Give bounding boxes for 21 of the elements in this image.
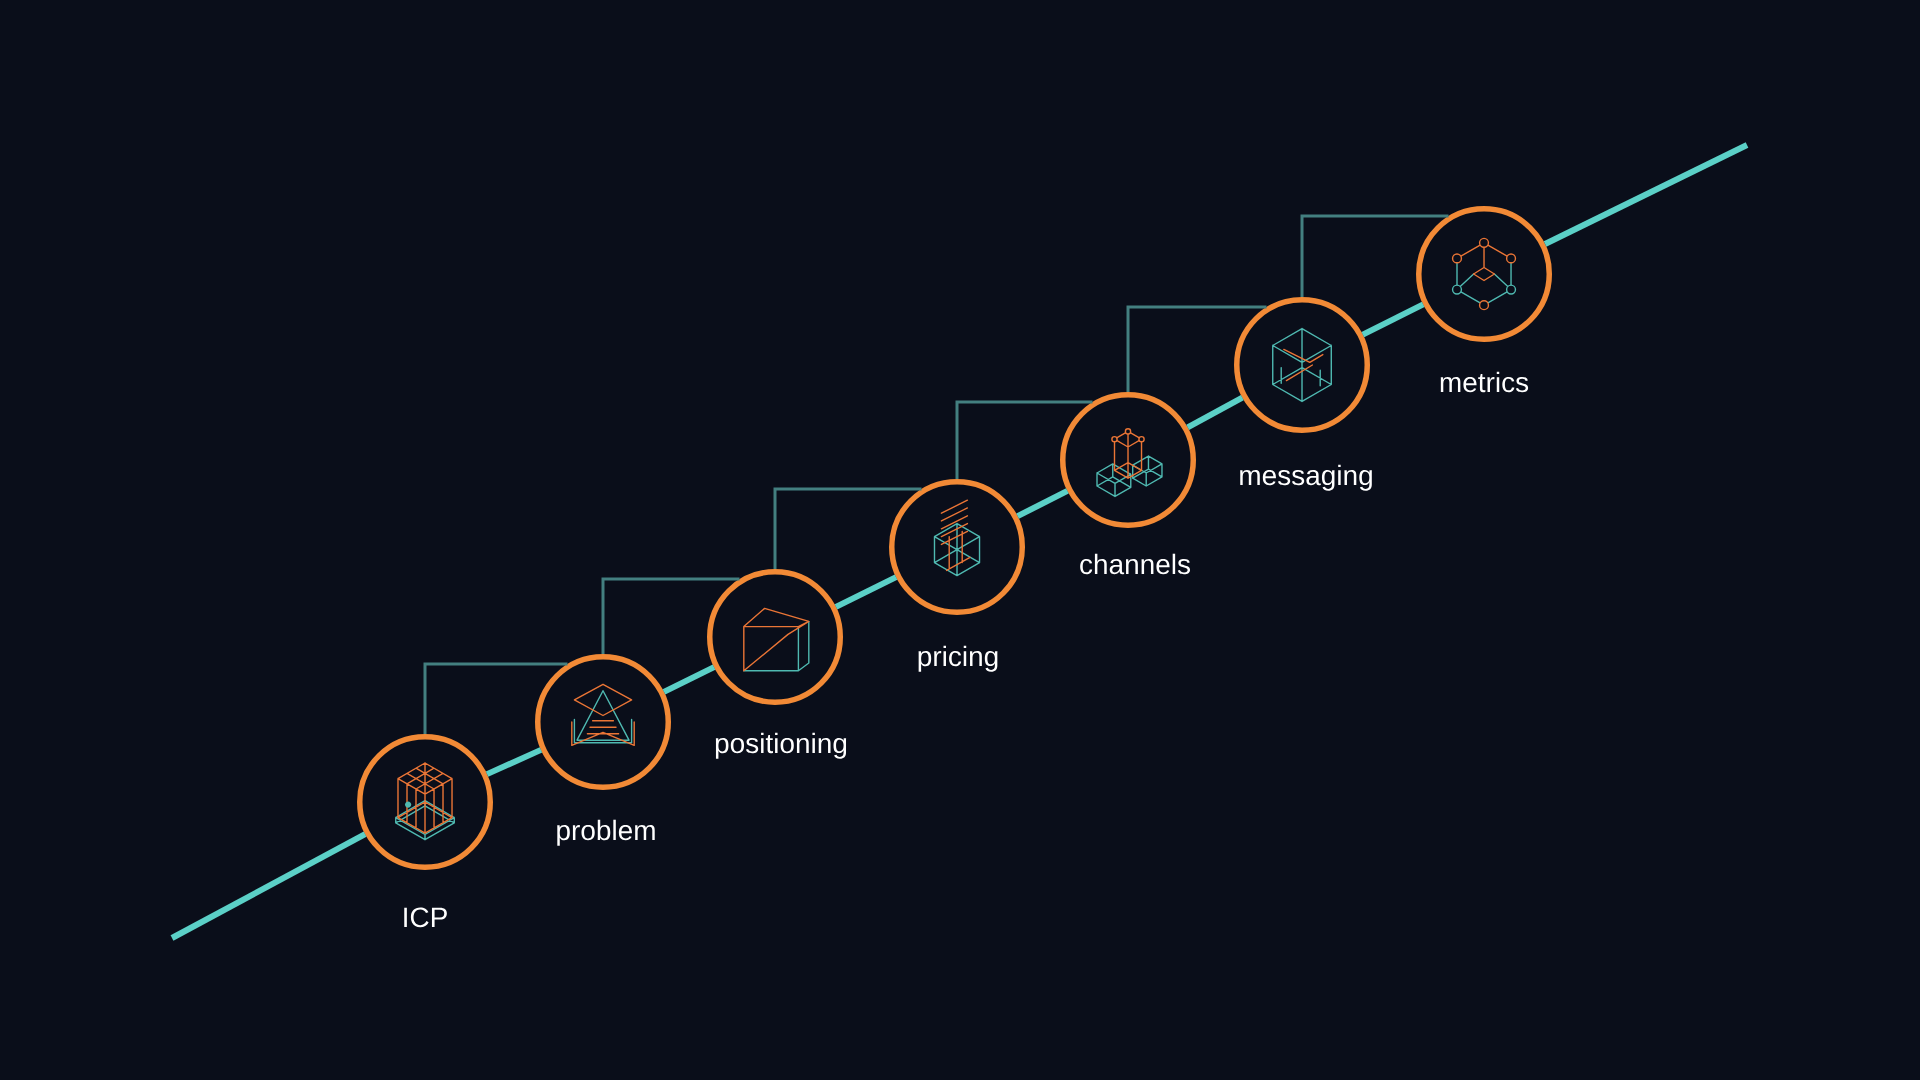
connector-line <box>1126 305 1267 392</box>
step-label: metrics <box>1440 371 1529 393</box>
diagonal-line <box>1543 142 1749 247</box>
connector-line <box>601 577 740 654</box>
step-label: problem <box>557 819 655 846</box>
step-label: ICP <box>404 907 447 928</box>
connector-line <box>955 400 1093 479</box>
step-label: channels <box>1080 553 1190 575</box>
diagonal-line <box>485 747 543 777</box>
diagonal-line <box>1361 301 1425 338</box>
diagonal-line <box>834 574 898 610</box>
connector-line <box>1300 214 1449 297</box>
diagonal-line <box>662 664 716 695</box>
step-label: positioning <box>715 732 847 759</box>
diagonal-line <box>1186 394 1244 431</box>
diagonal-line <box>170 831 367 941</box>
step-label: messaging <box>1240 464 1372 491</box>
diagonal-line <box>1016 488 1069 519</box>
step-label: pricing <box>918 645 998 672</box>
connector-line <box>423 662 568 734</box>
connector-line <box>773 487 922 569</box>
